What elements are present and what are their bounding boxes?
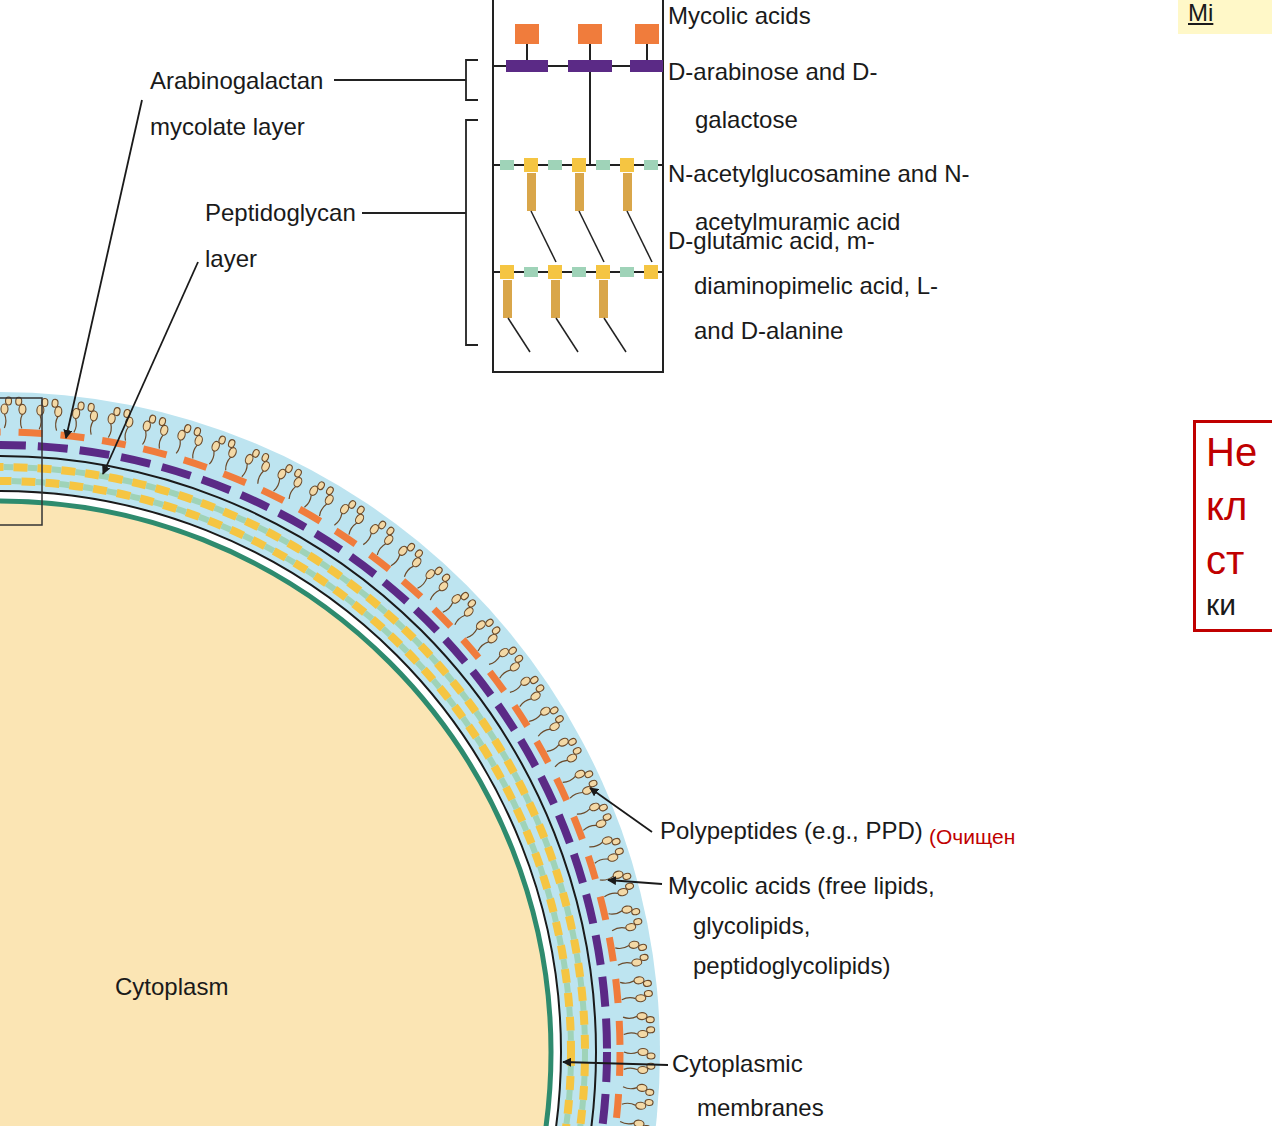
envelope-layer [0, 501, 551, 1126]
region-label: Cytoplasm [115, 970, 315, 1004]
glycolipid [608, 903, 641, 920]
glycolipid [623, 1012, 655, 1024]
glycolipid [283, 468, 307, 500]
note-box: Не кл стки [1193, 420, 1272, 632]
glycolipid [388, 539, 416, 570]
envelope-layer [0, 481, 571, 1126]
glycolipid [415, 563, 444, 593]
glycolipid [623, 1083, 655, 1095]
glycolipid [15, 397, 27, 428]
glycolipid [1, 397, 12, 428]
glycolipid [535, 715, 567, 740]
glycolipid [516, 684, 548, 710]
envelope-layer [0, 467, 585, 1126]
layer-label: Arabinogalactan mycolate layer [150, 58, 370, 150]
glycolipid [622, 1097, 654, 1110]
glycolipid [153, 417, 171, 450]
glycolipid [173, 423, 192, 456]
envelope-layer [0, 445, 607, 1126]
glycolipid [617, 954, 649, 969]
envelope-layer [0, 481, 571, 1126]
envelope-layer [0, 432, 620, 1126]
inset-detail [493, 0, 663, 372]
part-label: D-arabinose and D-galactose [668, 48, 896, 144]
glycolipid [621, 990, 653, 1003]
glycolipid [624, 1049, 655, 1060]
glycolipid [552, 746, 584, 770]
cell-envelope [0, 392, 660, 1126]
glycolipid [360, 517, 387, 548]
glycolipid [619, 1118, 651, 1126]
part-label: Mycolic acids (free lipids, glycolipids,… [668, 866, 1013, 986]
part-label: Polypeptides (e.g., PPD) [660, 814, 923, 848]
glycolipid [527, 702, 559, 727]
glycolipid [603, 882, 636, 900]
glycolipid [545, 733, 577, 757]
glycolipid [576, 799, 609, 821]
box-text: ки [1206, 587, 1272, 623]
glycolipid [139, 414, 156, 447]
glycolipid [581, 813, 614, 834]
header-tab: Mi [1178, 0, 1272, 34]
glycolipid [239, 447, 261, 480]
glycolipid [508, 672, 539, 698]
glycolipid [611, 918, 643, 934]
part-label: Cytoplasmic membranes [672, 1042, 842, 1126]
envelope-layer [0, 491, 561, 1126]
glycolipid [495, 654, 526, 681]
glycolipid [588, 833, 621, 853]
glycolipid [474, 626, 504, 654]
glycolipid [206, 434, 226, 467]
envelope-layer [0, 491, 561, 1126]
box-text: Mi [1188, 0, 1272, 28]
glycolipid [440, 588, 469, 617]
note-text: (Очищен [929, 822, 1015, 852]
zoom-frame [0, 398, 42, 525]
part-label: D-glutamic acid, m-diaminopimelic acid, … [668, 218, 949, 353]
glycolipid [620, 976, 652, 990]
box-text: Не кл ст [1206, 425, 1257, 587]
glycolipid [593, 847, 626, 866]
glycolipid [615, 939, 647, 955]
glycolipid [561, 766, 593, 789]
part-label: Mycolic acids [668, 0, 968, 36]
glycolipid [331, 497, 356, 529]
layer-label: Peptidoglycan layer [205, 190, 385, 282]
glycolipid [487, 642, 518, 669]
glycolipid [270, 462, 293, 494]
glycolipid [464, 615, 494, 643]
glycolipid [599, 868, 632, 887]
envelope-layer [0, 392, 660, 1126]
glycolipid [567, 779, 600, 801]
glycolipid-symbols [0, 397, 655, 1126]
glycolipid [624, 1027, 655, 1038]
envelope-layer [0, 467, 585, 1126]
envelope-layer [0, 456, 596, 1126]
glycolipid [50, 399, 63, 431]
glycolipid [301, 479, 325, 511]
glycolipid [84, 403, 99, 435]
glycolipid [119, 409, 136, 441]
glycolipid [105, 406, 121, 438]
leader-line [66, 100, 668, 1065]
